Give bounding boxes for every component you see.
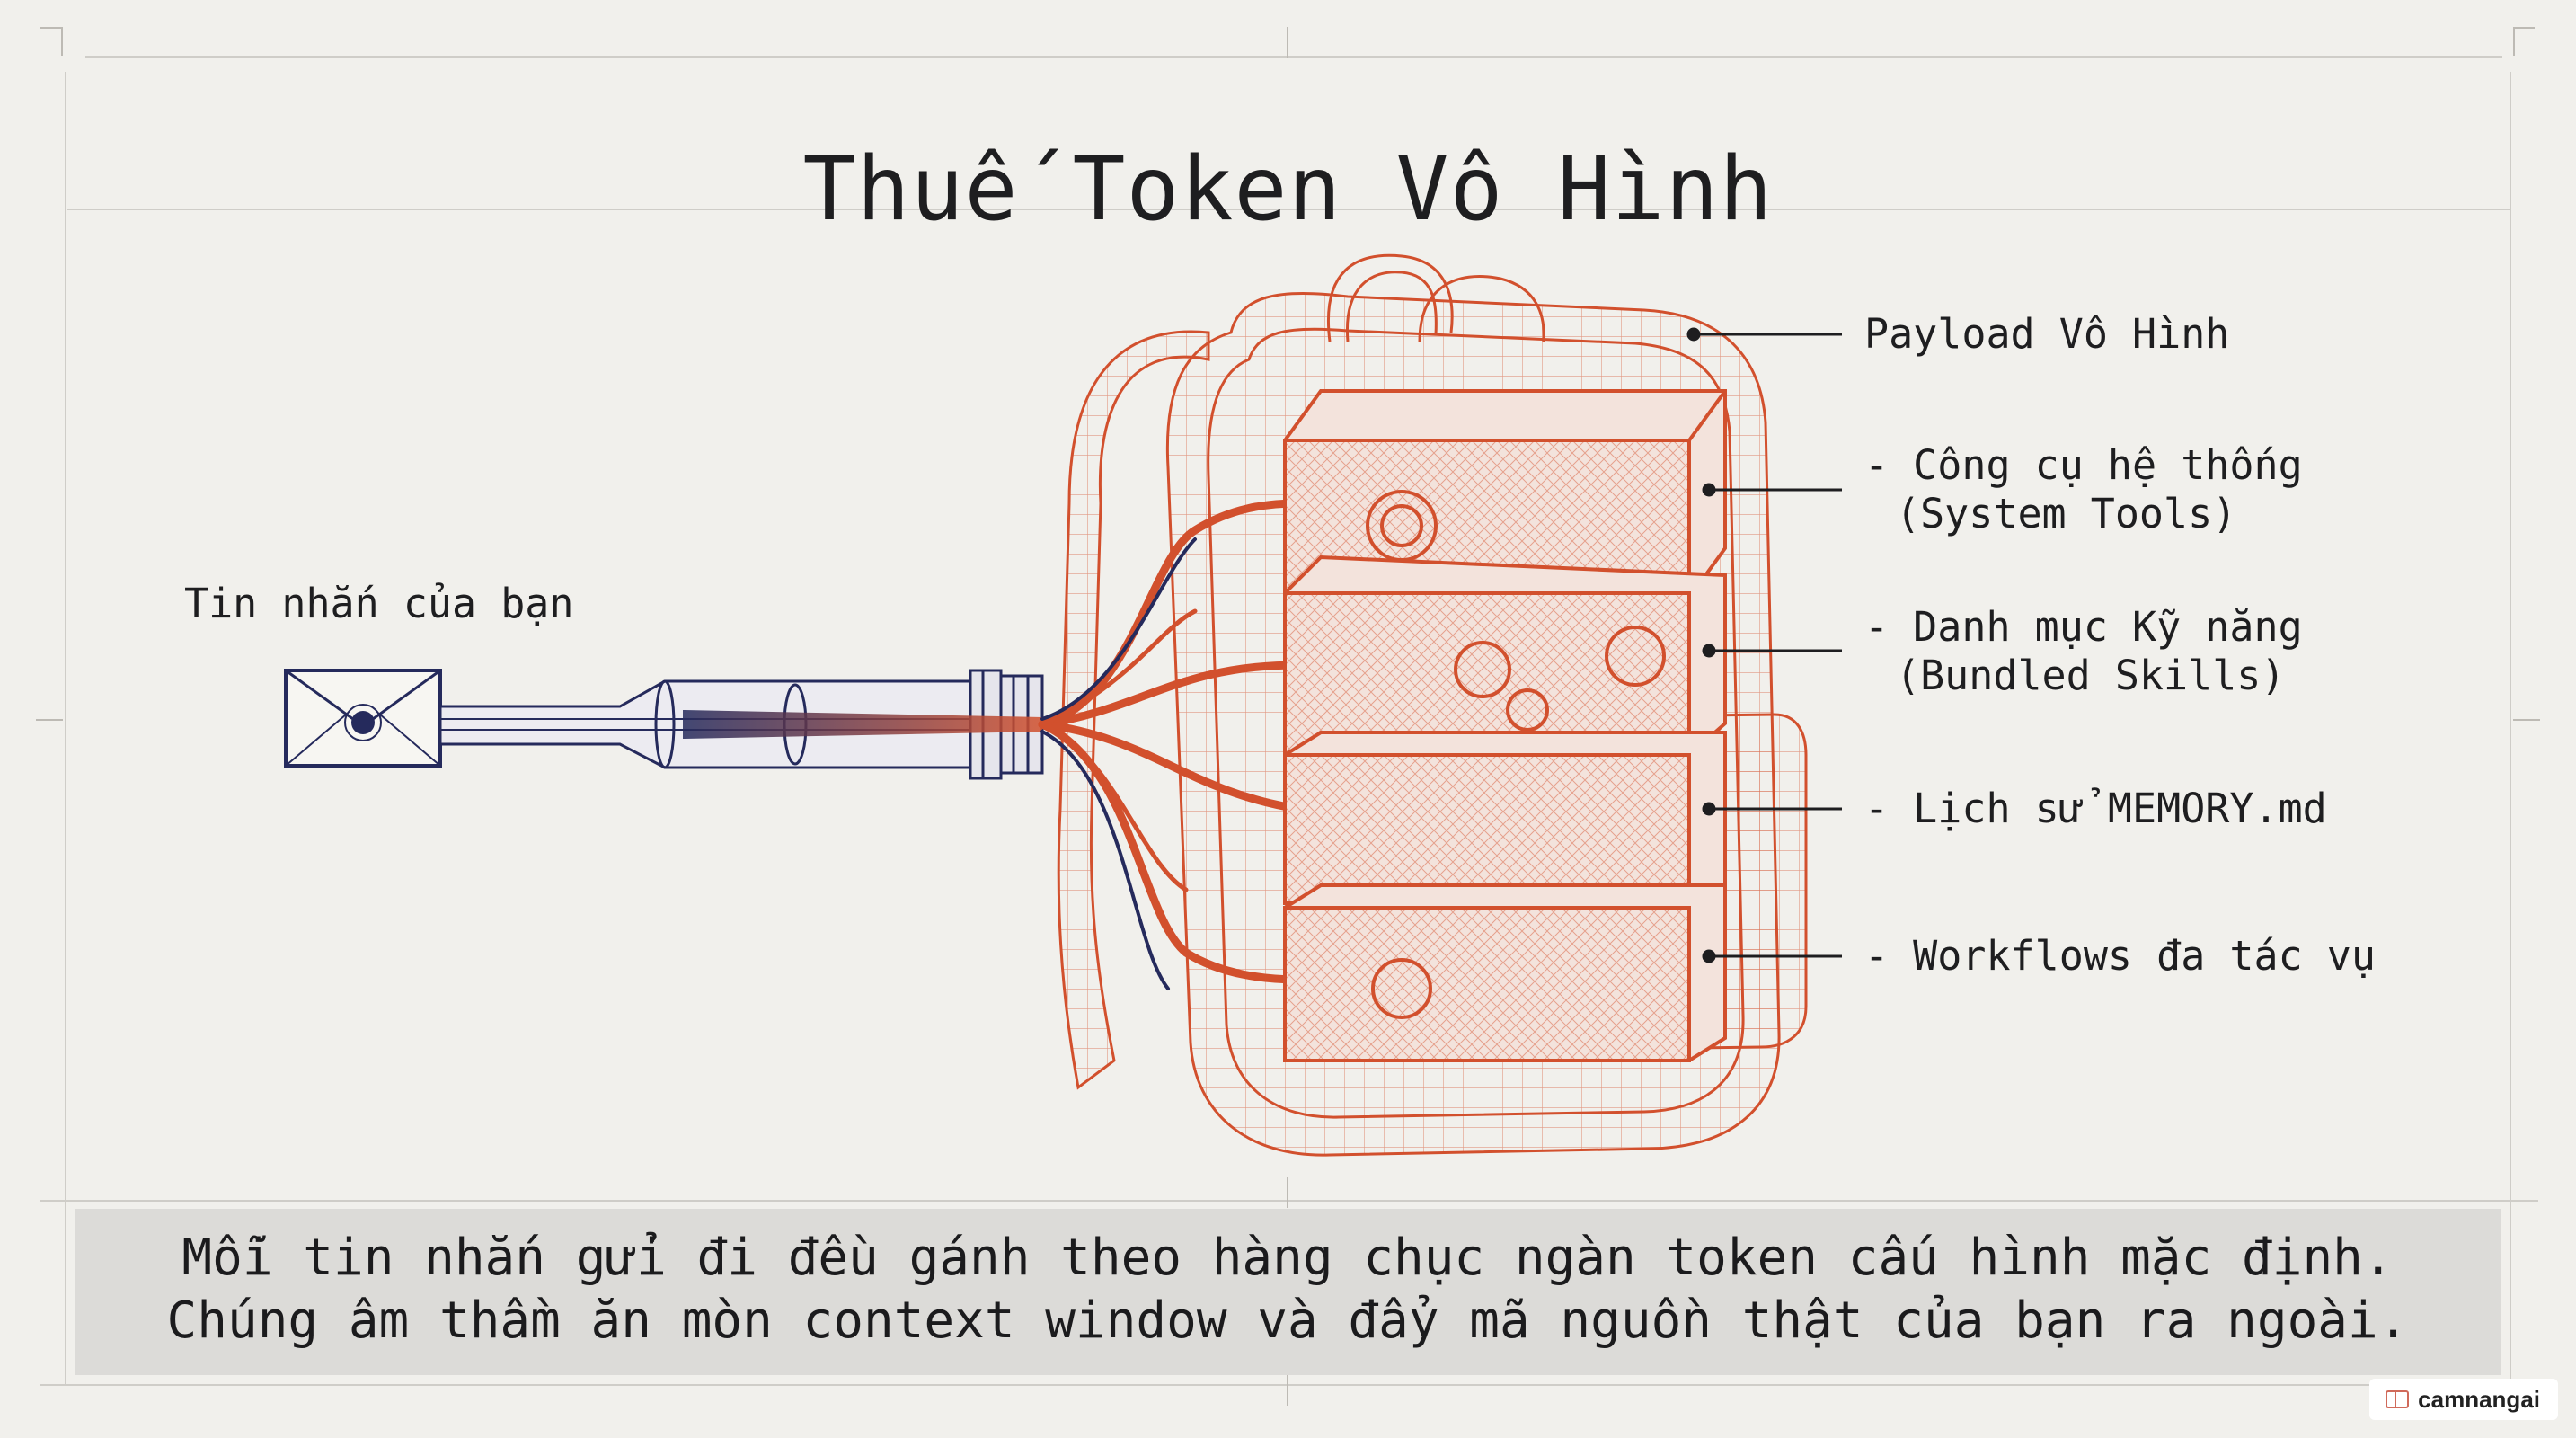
leader-lines	[1686, 327, 1842, 963]
frame-tick	[61, 27, 63, 56]
frame-tick	[36, 719, 63, 721]
book-icon	[2386, 1390, 2410, 1408]
skills-label: - Danh mục Kỹ năng	[1864, 603, 2303, 651]
skills-sublabel: (Bundled Skills)	[1896, 652, 2286, 699]
frame-right-line	[2510, 72, 2511, 1384]
compartment-memory-history	[1283, 731, 1727, 905]
memory-label: - Lịch sử MEMORY.md	[1864, 785, 2327, 832]
frame-tick	[1287, 1177, 1288, 1208]
frame-footer-line	[40, 1384, 2538, 1386]
system-tools-sublabel: (System Tools)	[1896, 490, 2237, 537]
message-label: Tin nhắn của bạn	[184, 580, 574, 627]
frame-bottom-rule	[40, 1200, 2538, 1202]
caption-line-2: Chúng âm thầm ăn mòn context window và đ…	[166, 1292, 2409, 1350]
frame-tick	[40, 27, 62, 29]
frame-tick	[1287, 27, 1288, 58]
payload-streams-navy	[1040, 537, 1197, 990]
frame-title-rule	[67, 209, 2511, 210]
caption-line-1: Mỗi tin nhắn gửi đi đều gánh theo hàng c…	[181, 1229, 2394, 1287]
frame-tick	[1287, 1375, 1288, 1406]
frame-tick	[2513, 719, 2540, 721]
token-pipe	[438, 669, 1044, 780]
compartment-workflows	[1283, 883, 1727, 1062]
workflows-label: - Workflows đa tác vụ	[1864, 932, 2376, 980]
watermark-text: camnangai	[2418, 1385, 2540, 1413]
frame-tick	[2513, 27, 2515, 56]
payload-label: Payload Vô Hình	[1864, 310, 2230, 358]
frame-tick	[2513, 27, 2535, 29]
system-tools-label: - Công cụ hệ thống	[1864, 441, 2303, 489]
caption-box: Mỗi tin nhắn gửi đi đều gánh theo hàng c…	[75, 1209, 2501, 1375]
payload-streams	[1038, 499, 1303, 984]
frame-left-line	[65, 72, 66, 1384]
envelope-icon	[284, 669, 442, 768]
page-title: Thuế Token Vô Hình	[802, 138, 1774, 241]
compartment-bundled-skills	[1283, 555, 1727, 757]
watermark-badge: camnangai	[2369, 1379, 2558, 1420]
frame-top-line	[85, 56, 2502, 58]
